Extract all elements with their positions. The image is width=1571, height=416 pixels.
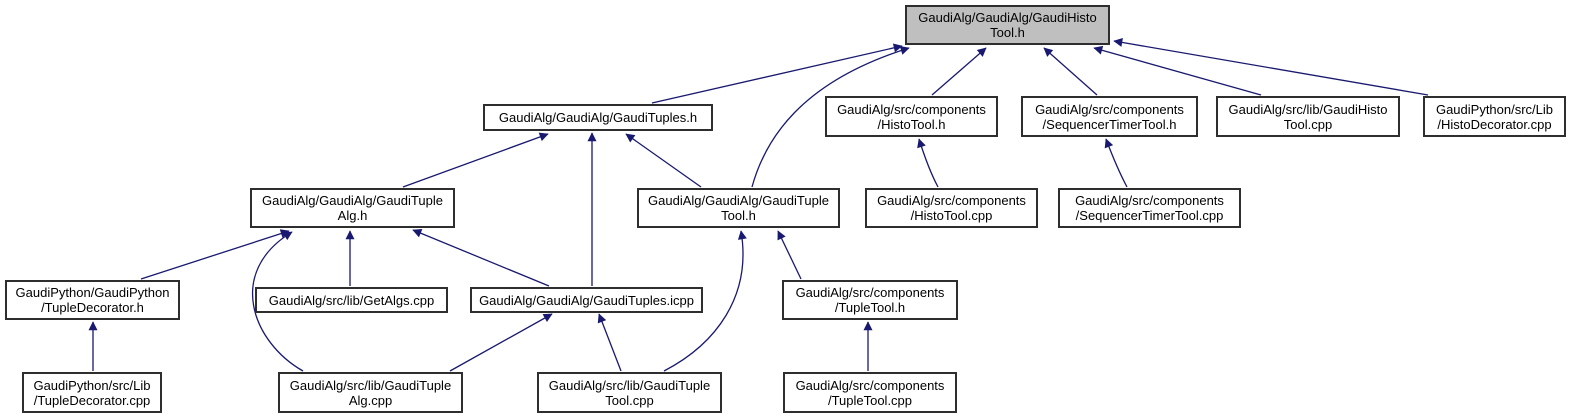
edge-GaudiTupleAlg_cpp-to-GaudiTuples_icpp <box>449 313 553 372</box>
graph-node-GetAlgs_cpp[interactable]: GaudiAlg/src/lib/GetAlgs.cpp <box>255 287 448 313</box>
graph-node-label-line: GaudiAlg/GaudiAlg/GaudiTuples.icpp <box>479 292 694 308</box>
edge-GaudiTupleTool_cpp-to-GaudiTupleTool_h <box>663 230 747 372</box>
edge-HistoDecorator_cpp-to-GaudiHistoTool_h <box>1113 37 1429 96</box>
edge-HistoTool_cpp-to-HistoTool_h <box>917 138 939 188</box>
graph-node-label-line: GaudiPython/src/Lib <box>1435 101 1554 117</box>
edge-TupleDecorator_h-to-GaudiTupleAlg_h <box>140 229 290 280</box>
graph-node-label-line: GaudiAlg/GaudiAlg/GaudiHisto <box>918 10 1097 25</box>
graph-node-label-line: /HistoTool.cpp <box>910 208 993 223</box>
graph-node-TupleDecorator_h[interactable]: GaudiPython/GaudiPython/TupleDecorator.h <box>5 280 180 320</box>
edge-HistoTool_h-to-GaudiHistoTool_h <box>931 47 987 96</box>
graph-node-label-line: /SequencerTimerTool.h <box>1042 116 1177 132</box>
graph-node-SequencerTimerTool_cpp[interactable]: GaudiAlg/src/components/SequencerTimerTo… <box>1058 188 1241 228</box>
edge-GaudiTuples_icpp-to-GaudiTupleAlg_h <box>412 228 550 287</box>
edge-GaudiTupleAlg_h-to-GaudiTuples_h <box>402 132 549 188</box>
graph-node-GaudiTuples_h[interactable]: GaudiAlg/GaudiAlg/GaudiTuples.h <box>483 104 713 131</box>
graph-node-label-line: /TupleTool.cpp <box>827 392 913 408</box>
graph-node-label-line: Alg.h <box>337 208 368 223</box>
graph-node-label-line: GaudiAlg/src/components <box>795 377 945 393</box>
graph-node-label-line: /TupleDecorator.h <box>41 300 144 315</box>
graph-node-label-line: GaudiAlg/GaudiAlg/GaudiTuple <box>262 193 443 208</box>
graph-node-HistoDecorator_cpp[interactable]: GaudiPython/src/Lib/HistoDecorator.cpp <box>1423 96 1566 137</box>
edge-GaudiTuples_h-to-GaudiHistoTool_h <box>651 43 903 104</box>
graph-node-label-line: Tool.cpp <box>1283 116 1333 132</box>
edge-GaudiTupleAlg_cpp-to-GaudiTupleAlg_h <box>252 231 304 372</box>
graph-node-label-line: GaudiAlg/GaudiAlg/GaudiTuples.h <box>498 110 698 125</box>
graph-node-SequencerTimerTool_h[interactable]: GaudiAlg/src/components/SequencerTimerTo… <box>1021 96 1198 137</box>
edge-GaudiHistoTool_cpp-to-GaudiHistoTool_h <box>1093 45 1262 96</box>
graph-node-label-line: Tool.cpp <box>605 392 654 408</box>
graph-node-label-line: GaudiAlg/src/lib/GaudiHisto <box>1228 101 1388 117</box>
graph-node-label-line: /HistoTool.h <box>877 116 946 132</box>
graph-node-label-line: GaudiAlg/src/lib/GetAlgs.cpp <box>268 292 435 308</box>
graph-node-TupleTool_cpp[interactable]: GaudiAlg/src/components/TupleTool.cpp <box>783 372 957 413</box>
graph-node-TupleDecorator_cpp[interactable]: GaudiPython/src/Lib/TupleDecorator.cpp <box>22 372 162 413</box>
graph-node-label-line: GaudiAlg/src/components <box>795 285 945 300</box>
edge-SequencerTimerTool_h-to-GaudiHistoTool_h <box>1043 47 1098 96</box>
edge-SequencerTimerTool_cpp-to-SequencerTimerTool_h <box>1104 138 1128 188</box>
graph-node-label-line: Tool.h <box>721 208 756 223</box>
graph-node-HistoTool_h[interactable]: GaudiAlg/src/components/HistoTool.h <box>825 96 998 137</box>
graph-node-label-line: GaudiAlg/src/components <box>877 193 1026 208</box>
graph-node-label-line: GaudiAlg/src/components <box>1075 193 1224 208</box>
graph-node-label-line: /SequencerTimerTool.cpp <box>1075 208 1224 223</box>
edge-GaudiTupleTool_cpp-to-GaudiTuples_icpp <box>597 313 622 372</box>
graph-node-label-line: GaudiAlg/src/components <box>1035 101 1184 117</box>
graph-node-HistoTool_cpp[interactable]: GaudiAlg/src/components/HistoTool.cpp <box>865 188 1038 228</box>
graph-node-label-line: GaudiAlg/src/components <box>837 101 986 117</box>
graph-node-label-line: /TupleDecorator.cpp <box>33 392 151 408</box>
edge-TupleTool_h-to-GaudiTupleTool_h <box>777 230 802 280</box>
graph-node-label-line: Alg.cpp <box>348 392 393 408</box>
graph-node-label-line: GaudiAlg/src/lib/GaudiTuple <box>548 377 711 393</box>
graph-node-label-line: GaudiAlg/GaudiAlg/GaudiTuple <box>648 193 829 208</box>
graph-node-label-line: /TupleTool.h <box>834 300 906 315</box>
graph-node-label-line: /HistoDecorator.cpp <box>1437 116 1552 132</box>
graph-node-label-line: GaudiPython/src/Lib <box>33 377 151 393</box>
graph-node-label-line: Tool.h <box>990 25 1025 40</box>
graph-node-label-line: GaudiPython/GaudiPython <box>15 285 170 300</box>
edge-GaudiTupleTool_h-to-GaudiTuples_h <box>625 133 702 188</box>
graph-node-label-line: GaudiAlg/src/lib/GaudiTuple <box>289 377 452 393</box>
graph-node-TupleTool_h[interactable]: GaudiAlg/src/components/TupleTool.h <box>782 280 958 320</box>
graph-node-GaudiTuples_icpp[interactable]: GaudiAlg/GaudiAlg/GaudiTuples.icpp <box>470 287 703 313</box>
edge-GaudiTupleTool_h-to-GaudiHistoTool_h <box>751 46 910 188</box>
